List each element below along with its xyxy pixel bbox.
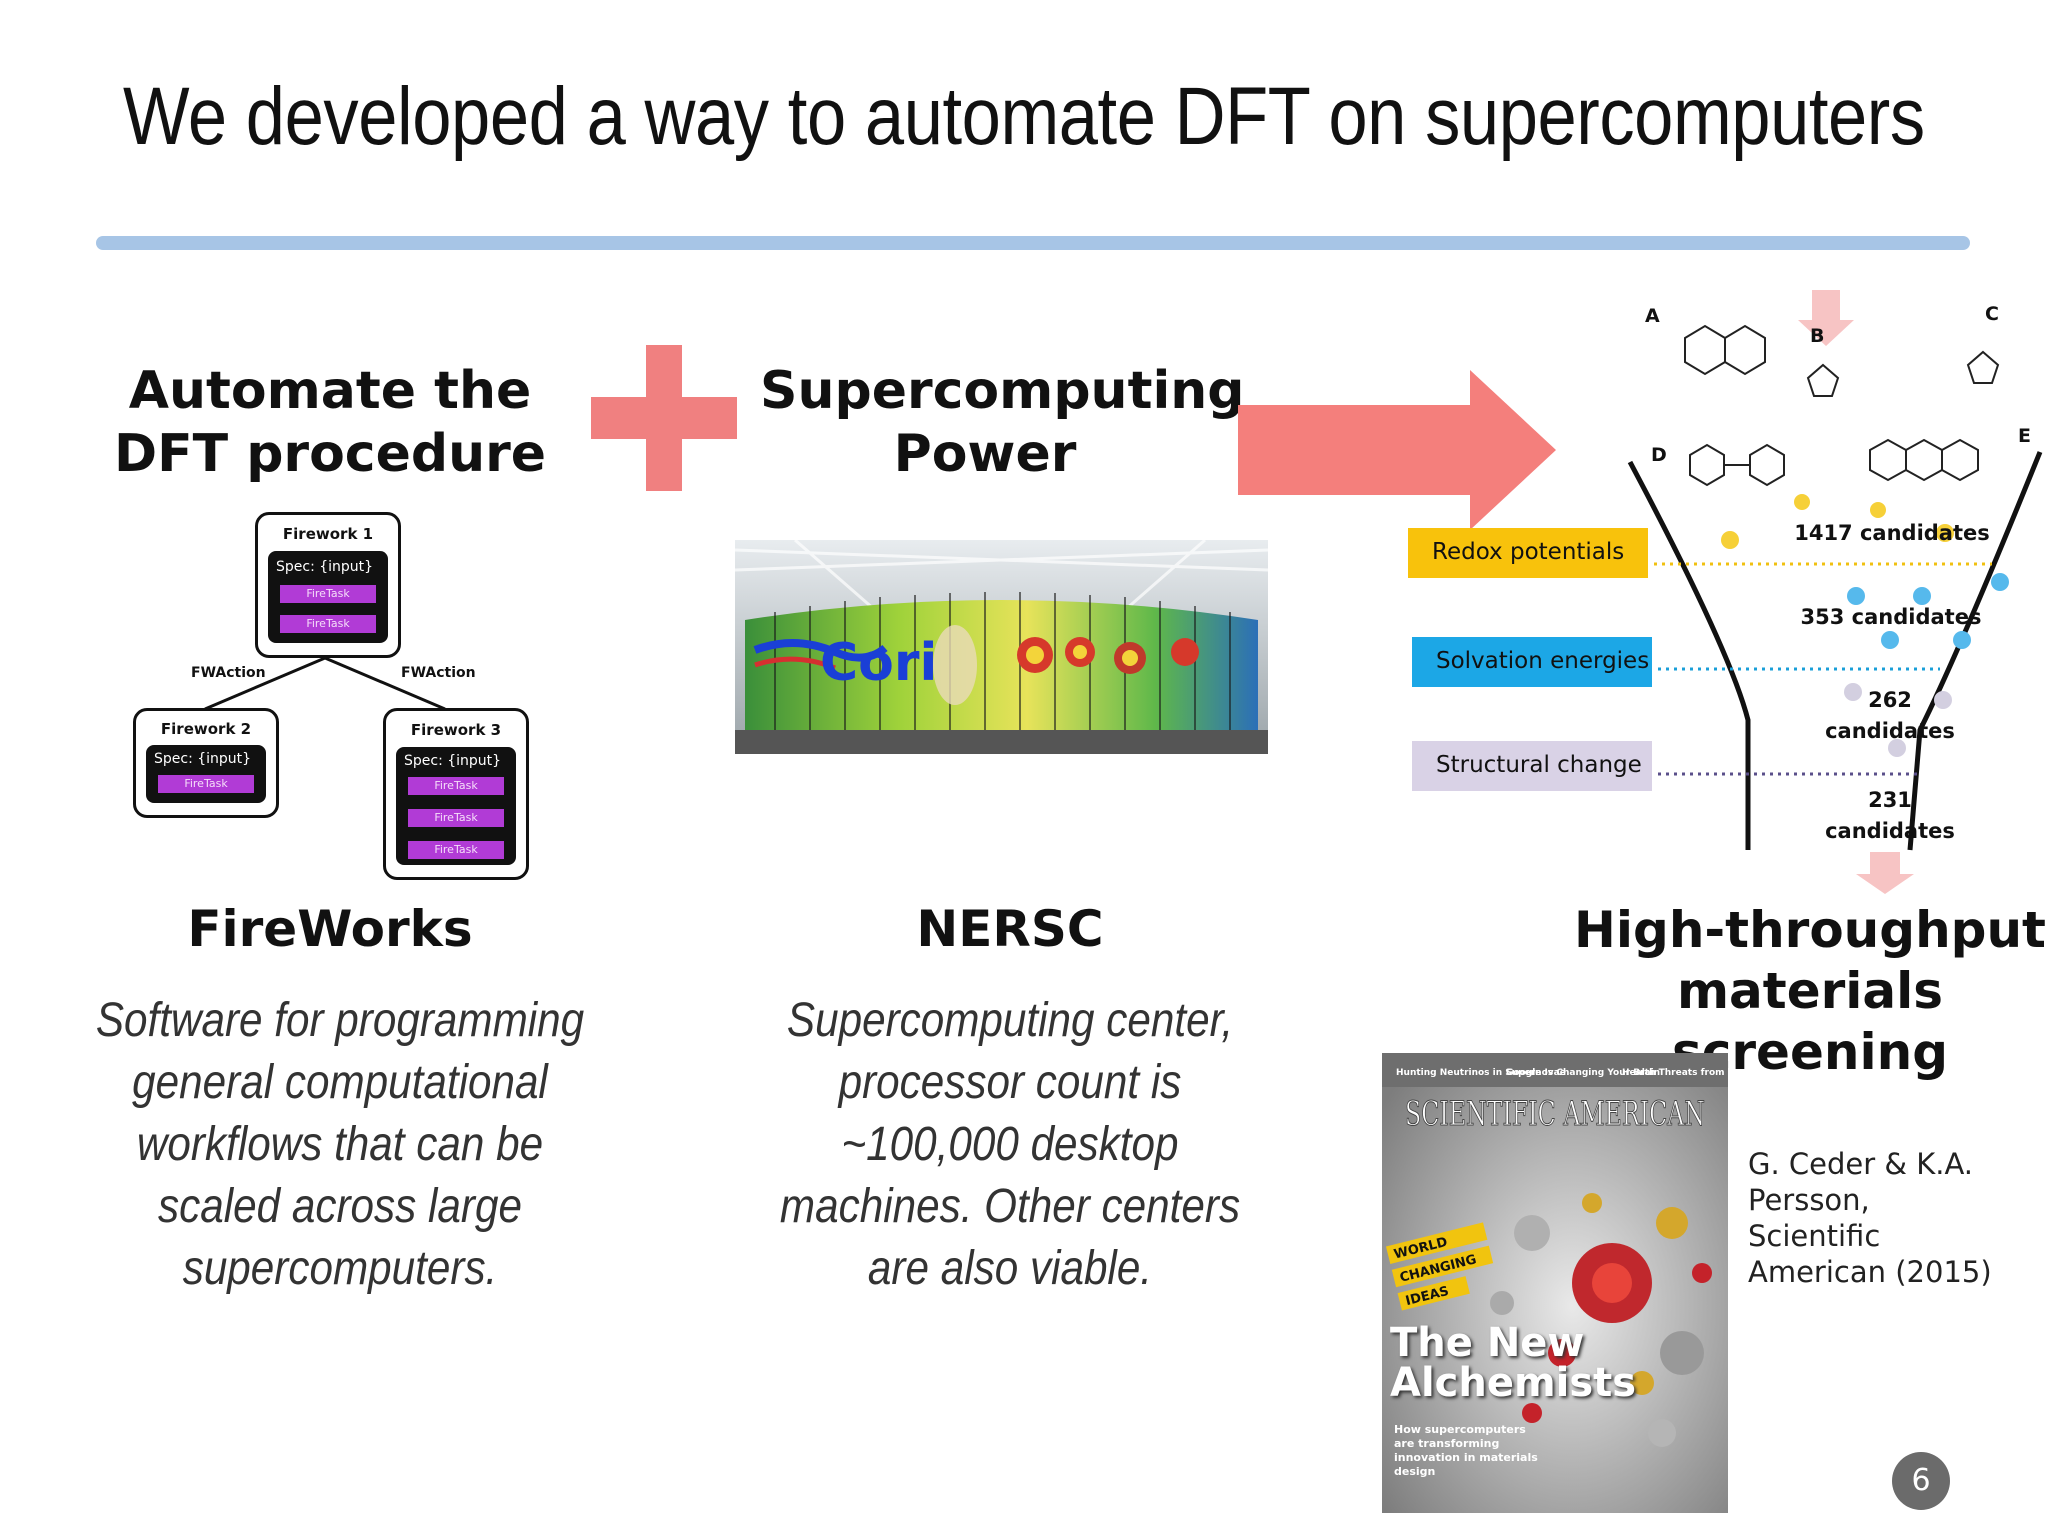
count-1417: 1417 candidates xyxy=(1794,521,1990,545)
down-arrow-top-icon xyxy=(1798,290,1854,346)
plus-icon-bar xyxy=(591,397,737,439)
fireworks-description-wrap: Software for programming general computa… xyxy=(60,990,620,1300)
fwaction-left-label: FWAction xyxy=(191,665,266,681)
fireworks-diagram: Firework 1 Spec: {input} FireTask FireTa… xyxy=(125,512,545,882)
fireworks-description: Software for programming general computa… xyxy=(95,994,585,1295)
firework-3-title: Firework 3 xyxy=(410,721,502,739)
heading-high-throughput: High-throughput materials screening xyxy=(1574,901,2046,1081)
molecule-label-d: D xyxy=(1651,444,1667,466)
stage-label-solvation: Solvation energies xyxy=(1412,637,1652,687)
molecule-label-e: E xyxy=(2018,425,2031,447)
magazine-cover-art: Hunting Neutrinos in Supernovae Google I… xyxy=(1382,1053,1756,1513)
count-262-label: candidates xyxy=(1825,719,1955,743)
count-262-number: 262 xyxy=(1868,688,1912,712)
heading-automate-dft: Automate the DFT procedure xyxy=(113,361,547,485)
magazine-teaser-3: Health Threats from Fungi xyxy=(1622,1068,1728,1078)
firework-3-task-1: FireTask xyxy=(408,777,504,795)
slide-number: 6 xyxy=(1892,1452,1950,1510)
supercomputer-photo: Cori xyxy=(734,538,1269,754)
molecule-label-a: A xyxy=(1645,305,1660,327)
supercomputer-illustration: Cori xyxy=(734,538,1269,754)
stage-label-structural: Structural change xyxy=(1412,741,1652,791)
firework-1-spec-panel: Spec: {input} FireTask FireTask xyxy=(268,551,388,643)
firework-3-task-2: FireTask xyxy=(408,809,504,827)
firework-2-title: Firework 2 xyxy=(160,720,252,738)
nersc-description: Supercomputing center, processor count i… xyxy=(779,994,1241,1295)
firework-1-task-1: FireTask xyxy=(280,585,376,603)
magazine-teaser-1: Hunting Neutrinos in Supernovae xyxy=(1396,1068,1566,1078)
right-arrow-icon xyxy=(1238,370,1556,530)
firework-2-spec: Spec: {input} xyxy=(154,751,252,767)
firework-1-spec: Spec: {input} xyxy=(276,559,374,575)
down-arrow-bottom-icon xyxy=(1856,852,1914,894)
magazine-cover-title: The New Alchemists xyxy=(1390,1323,1637,1406)
heading-supercomputing-power: Supercomputing Power xyxy=(760,361,1245,485)
stage-label-redox: Redox potentials xyxy=(1408,528,1648,578)
firework-2-spec-panel: Spec: {input} FireTask xyxy=(146,745,266,803)
nersc-description-wrap: Supercomputing center, processor count i… xyxy=(740,990,1280,1300)
fireworks-name: FireWorks xyxy=(187,900,473,958)
citation-text: G. Ceder & K.A. Persson, Scientific Amer… xyxy=(1748,1147,1992,1289)
count-231-number: 231 xyxy=(1868,788,1912,812)
diagram-connectors xyxy=(204,656,446,711)
magazine-teaser-2: Google Is Changing Your Brain xyxy=(1506,1068,1660,1078)
firework-2-box: Firework 2 Spec: {input} FireTask xyxy=(133,708,279,818)
firework-1-box: Firework 1 Spec: {input} FireTask FireTa… xyxy=(255,512,401,658)
molecule-structures-icon xyxy=(1684,324,2000,487)
count-353: 353 candidates xyxy=(1801,605,1982,629)
firework-3-spec-panel: Spec: {input} FireTask FireTask FireTask xyxy=(396,747,516,865)
cori-logo-text: Cori xyxy=(820,633,937,693)
nersc-name: NERSC xyxy=(916,900,1104,958)
count-231-label: candidates xyxy=(1825,819,1955,843)
slide-title: We developed a way to automate DFT on su… xyxy=(123,71,1925,162)
molecule-label-b: B xyxy=(1810,325,1824,347)
firework-2-task-1: FireTask xyxy=(158,775,254,793)
fwaction-right-label: FWAction xyxy=(401,665,476,681)
firework-3-box: Firework 3 Spec: {input} FireTask FireTa… xyxy=(383,708,529,880)
magazine-cover: Hunting Neutrinos in Supernovae Google I… xyxy=(1382,1053,1756,1513)
firework-1-task-2: FireTask xyxy=(280,615,376,633)
firework-1-title: Firework 1 xyxy=(282,525,374,543)
molecule-label-c: C xyxy=(1985,303,1999,325)
screening-funnel: A B C D E 1417 candidates 353 candidates… xyxy=(1627,290,2043,894)
firework-3-task-3: FireTask xyxy=(408,841,504,859)
firework-3-spec: Spec: {input} xyxy=(404,753,502,769)
magazine-cover-subtitle: How supercomputers are transforming inno… xyxy=(1394,1423,1538,1478)
title-divider xyxy=(96,236,1970,250)
magazine-masthead: SCIENTIFIC AMERICAN xyxy=(1405,1094,1705,1134)
